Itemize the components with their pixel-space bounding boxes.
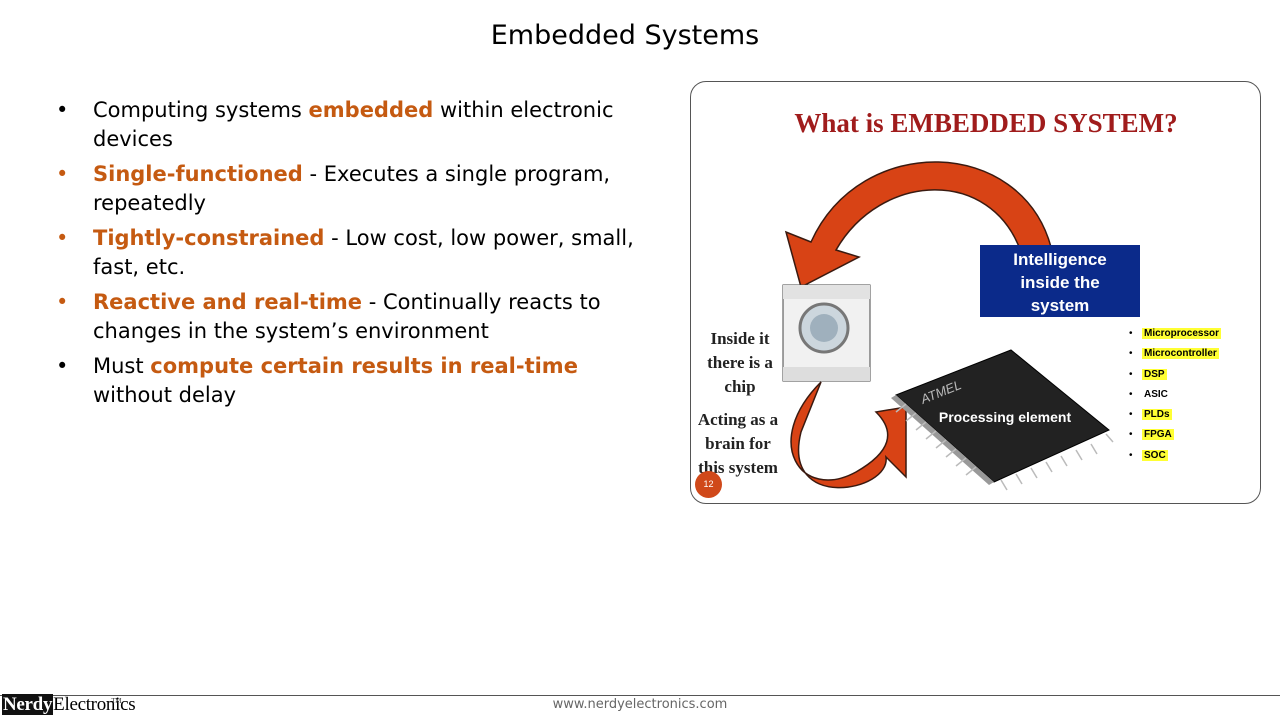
bullet-dot: • [56,162,69,186]
bullet-item: •Tightly-constrained - Low cost, low pow… [56,226,634,279]
bullet-item: •Must compute certain results in real-ti… [56,354,578,407]
bullet-dot: • [56,98,69,122]
tech-item: FPGA [1129,429,1221,449]
tech-item: SOC [1129,449,1221,470]
slide-title: Embedded Systems [490,20,760,51]
bullet-item: •Single-functioned - Executes a single p… [56,162,611,215]
footer-url: www.nerdyelectronics.com [552,697,728,712]
washing-machine-icon [782,284,871,382]
chip-label: Processing element [938,409,1072,425]
tech-item: ASIC [1129,389,1221,409]
bullet-list: •Computing systems embedded within elect… [56,96,636,416]
slide-number-badge: 12 [695,471,722,498]
tech-list: Microprocessor Microcontroller DSP ASIC … [1129,328,1222,470]
bullet-dot: • [56,290,69,314]
tech-item: PLDs [1129,409,1221,429]
curved-arrow-top [784,161,1052,289]
embedded-system-illustration: What is EMBEDDED SYSTEM? [690,81,1261,504]
illustration-title: What is EMBEDDED SYSTEM? [794,108,1178,138]
note-inside-chip: Inside it there is a chip [707,329,773,396]
curved-arrow-bottom [790,381,907,489]
illustration-graphics: ATMEL [782,161,1114,491]
bullet-item: •Computing systems embedded within elect… [56,98,614,151]
bullet-dot: • [56,226,69,250]
bullet-item: •Reactive and real-time - Continually re… [56,290,601,343]
intelligence-box: Intelligence inside the system [980,245,1140,317]
tech-item: Microcontroller [1129,348,1221,368]
tech-item: DSP [1129,368,1221,389]
tech-item: Microprocessor [1129,328,1222,348]
note-brain: Acting as a brain for this system [697,410,779,477]
footer-logo: NerdyElectronicsTM [2,694,136,715]
bullet-dot: • [56,354,69,378]
footer-divider [0,695,1280,696]
